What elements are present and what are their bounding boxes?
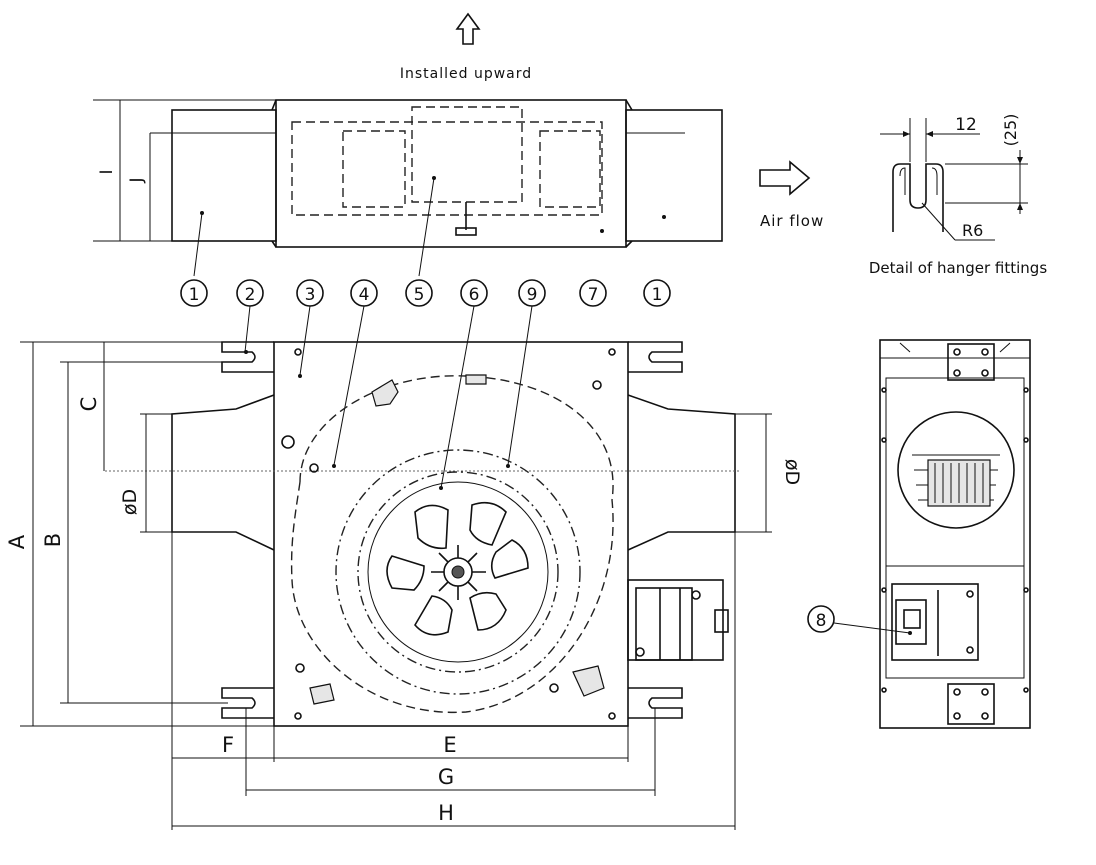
dim-label-f: F (222, 733, 234, 757)
installed-upward-label: Installed upward (400, 66, 532, 82)
dim-label-d-left: øD (119, 489, 141, 515)
duct-stub-left (171, 109, 277, 242)
hanger-bracket-bottom-left (221, 687, 274, 719)
casing-side-view (879, 339, 1031, 729)
svg-text:3: 3 (305, 285, 316, 305)
transition-right (625, 99, 633, 248)
callout-row: 1 2 3 4 5 6 9 7 (180, 279, 671, 489)
svg-text:4: 4 (359, 285, 370, 305)
dim-label-d-right: øD (781, 459, 803, 485)
hanger-foot (455, 227, 477, 236)
terminal-box (627, 579, 729, 661)
svg-text:9: 9 (527, 285, 538, 305)
duct-right (627, 394, 736, 551)
callout-3: 3 (296, 279, 324, 307)
duct-left (171, 394, 275, 551)
hidden-fan-housing (291, 121, 603, 216)
svg-text:1: 1 (652, 285, 663, 305)
screws (281, 348, 616, 720)
fan-inner-ring (357, 471, 559, 673)
plan-dimensions: A B C øD øD E F G H (5, 341, 803, 830)
mounting-clips (309, 374, 605, 705)
hanger-bracket-top-right (628, 341, 683, 373)
hanger-depth-label: (25) (1001, 114, 1020, 147)
hanger-width-label: 12 (955, 115, 977, 135)
svg-text:1: 1 (189, 285, 200, 305)
casing-plan-view (273, 341, 629, 727)
hanger-detail-title: Detail of hanger fittings (869, 259, 1047, 277)
hanger-radius-label: R6 (962, 221, 983, 240)
dim-label-j: J (127, 177, 147, 183)
svg-text:2: 2 (245, 285, 256, 305)
side-terminal-box (891, 583, 979, 661)
impeller-rim (367, 481, 549, 663)
hanger-slot-outline (892, 163, 944, 232)
dim-label-b: B (41, 533, 65, 547)
side-duct-opening (897, 411, 1015, 529)
svg-text:6: 6 (469, 285, 480, 305)
fan-outer-ring (335, 449, 581, 695)
dim-label-a: A (5, 534, 29, 549)
casing-top-view (275, 99, 627, 248)
callout-4: 4 (350, 279, 378, 307)
arrow-up-outline-icon (455, 12, 481, 45)
callout-2: 2 (236, 279, 264, 307)
duct-stub-right (625, 109, 723, 242)
callout-1-left: 1 (180, 279, 208, 307)
hanger-bracket-bottom-right (628, 687, 683, 719)
svg-text:8: 8 (816, 611, 827, 631)
callout-6: 6 (460, 279, 488, 307)
callout-1-right: 1 (643, 279, 671, 307)
airflow-indicator: Air flow (759, 160, 824, 230)
callout-8: 8 (807, 605, 912, 635)
hidden-motor (342, 130, 406, 208)
callout-7: 7 (579, 279, 607, 307)
plan-view (105, 341, 740, 727)
dim-label-i: I (97, 169, 117, 174)
svg-text:5: 5 (414, 285, 425, 305)
hanger-detail: 12 (25) R6 Detail of hanger fittings (869, 114, 1047, 277)
installed-upward-indicator: Installed upward (400, 12, 532, 82)
impeller (386, 501, 529, 636)
callout-9: 9 (518, 279, 546, 307)
top-view: I J (93, 99, 723, 277)
side-view: 8 (807, 339, 1031, 729)
airflow-label: Air flow (760, 212, 824, 230)
svg-text:7: 7 (588, 285, 599, 305)
arrow-right-outline-icon (759, 160, 811, 196)
hanger-bracket-top-left (221, 341, 274, 373)
dim-label-g: G (438, 765, 454, 789)
dim-label-h: H (438, 801, 454, 825)
hidden-control-box (411, 106, 523, 203)
dim-label-c: C (77, 397, 101, 412)
dim-label-e: E (443, 733, 456, 757)
callout-5: 5 (405, 279, 433, 307)
scroll-housing (290, 375, 614, 714)
hidden-inlet (539, 130, 601, 208)
